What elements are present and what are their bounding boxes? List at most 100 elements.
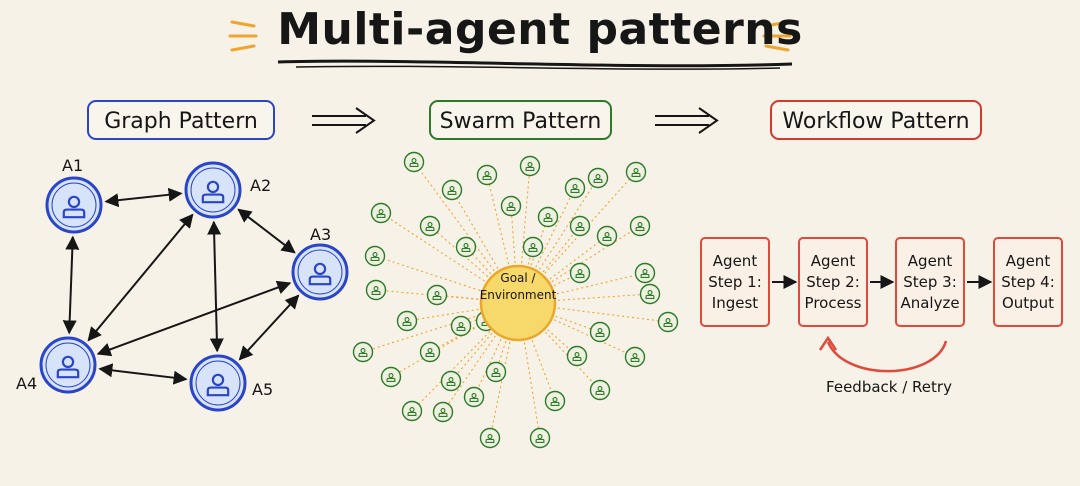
- person-icon: [663, 318, 673, 327]
- person-icon: [409, 158, 419, 167]
- step-2-line1: Agent: [810, 251, 856, 270]
- graph-edge: [207, 220, 224, 353]
- person-icon: [550, 397, 560, 406]
- flow-arrow-graph-to-swarm: [312, 107, 376, 134]
- step-4-line1: Agent: [1005, 251, 1051, 270]
- swarm-link: [517, 225, 641, 304]
- node-label-a5: A5: [252, 380, 274, 399]
- feedback-loop-arrow: [826, 340, 948, 373]
- swarm-agent-36: [589, 379, 611, 401]
- swarm-agent-19: [634, 262, 656, 284]
- person-icon: [446, 377, 456, 386]
- graph-node-2: [184, 161, 242, 219]
- swarm-agent-21: [426, 284, 448, 306]
- person-icon: [407, 407, 417, 416]
- swarm-agent-27: [352, 341, 374, 363]
- swarm-agent-8: [370, 202, 392, 224]
- person-icon: [570, 184, 580, 193]
- person-icon: [595, 328, 605, 337]
- person-icon: [370, 252, 380, 261]
- swarm-agent-2: [441, 179, 463, 201]
- swarm-agent-22: [639, 283, 661, 305]
- swarm-link: [517, 293, 651, 304]
- step-4-line3: Output: [1001, 293, 1055, 312]
- person-icon: [432, 291, 442, 300]
- person-icon: [543, 213, 553, 222]
- swarm-link: [362, 302, 519, 353]
- title-sparkle-left: [228, 20, 258, 52]
- person-icon: [386, 373, 396, 382]
- person-icon: [593, 174, 603, 183]
- swarm-agent-6: [587, 167, 609, 189]
- swarm-agent-34: [440, 370, 462, 392]
- graph-edge: [238, 294, 300, 361]
- swarm-link: [517, 171, 637, 304]
- graph-node-5: [189, 354, 247, 412]
- person-icon: [447, 186, 457, 195]
- step-4-line2: Step 4:: [1001, 272, 1055, 291]
- swarm-agent-14: [629, 215, 651, 237]
- person-icon: [575, 269, 585, 278]
- feedback-retry-label: Feedback / Retry: [826, 378, 952, 396]
- workflow-pattern-label: Workflow Pattern: [770, 100, 982, 140]
- person-icon: [376, 209, 386, 218]
- graph-edge: [62, 235, 80, 335]
- feedback-arrowhead: [818, 335, 838, 351]
- person-icon: [535, 434, 545, 443]
- person-icon: [62, 195, 86, 219]
- swarm-agent-39: [463, 386, 485, 408]
- person-icon: [528, 243, 538, 252]
- swarm-link: [436, 294, 519, 304]
- person-icon: [635, 222, 645, 231]
- swarm-agent-18: [569, 262, 591, 284]
- goal-label-line1: Goal /: [500, 271, 536, 285]
- step-2-line3: Process: [804, 293, 862, 312]
- step-3-line1: Agent: [907, 251, 953, 270]
- swarm-pattern-label: Swarm Pattern: [429, 100, 612, 140]
- swarm-agent-26: [589, 321, 611, 343]
- person-icon: [56, 355, 80, 379]
- swarm-agent-35: [485, 361, 507, 383]
- person-icon: [575, 222, 585, 231]
- swarm-agent-4: [519, 155, 541, 177]
- title-underline: [277, 59, 793, 70]
- person-icon: [358, 348, 368, 357]
- swarm-link: [406, 302, 519, 322]
- graph-edge: [237, 208, 296, 254]
- person-icon: [402, 317, 412, 326]
- node-label-a3: A3: [310, 225, 332, 244]
- person-icon: [485, 434, 495, 443]
- person-icon: [456, 322, 466, 331]
- swarm-link: [413, 161, 519, 304]
- swarm-agent-11: [537, 206, 559, 228]
- swarm-agent-15: [364, 245, 386, 267]
- graph-node-4: [39, 336, 97, 394]
- step-3-line3: Analyze: [900, 293, 960, 312]
- swarm-agent-13: [596, 225, 618, 247]
- workflow-step-4: Agent Step 4: Output: [993, 237, 1063, 327]
- person-icon: [371, 286, 381, 295]
- goal-node: [479, 264, 557, 342]
- person-icon: [525, 162, 535, 171]
- workflow-step-1: Agent Step 1: Ingest: [700, 237, 770, 327]
- person-icon: [631, 168, 641, 177]
- swarm-agent-38: [432, 401, 454, 423]
- swarm-link: [380, 212, 519, 304]
- goal-environment-label: Goal / Environment: [479, 270, 557, 304]
- step-2-line2: Step 2:: [806, 272, 860, 291]
- swarm-link: [473, 302, 519, 398]
- person-icon: [461, 243, 471, 252]
- swarm-agent-10: [500, 195, 522, 217]
- swarm-agent-5: [564, 177, 586, 199]
- swarm-agent-41: [479, 427, 501, 449]
- workflow-step-2: Agent Step 2: Process: [798, 237, 868, 327]
- swarm-pattern: [352, 151, 679, 449]
- step-1-line2: Step 1:: [708, 272, 762, 291]
- person-icon: [469, 393, 479, 402]
- person-icon: [640, 269, 650, 278]
- person-icon: [425, 348, 435, 357]
- step-1-line3: Ingest: [711, 293, 759, 312]
- person-icon: [645, 290, 655, 299]
- person-icon: [595, 386, 605, 395]
